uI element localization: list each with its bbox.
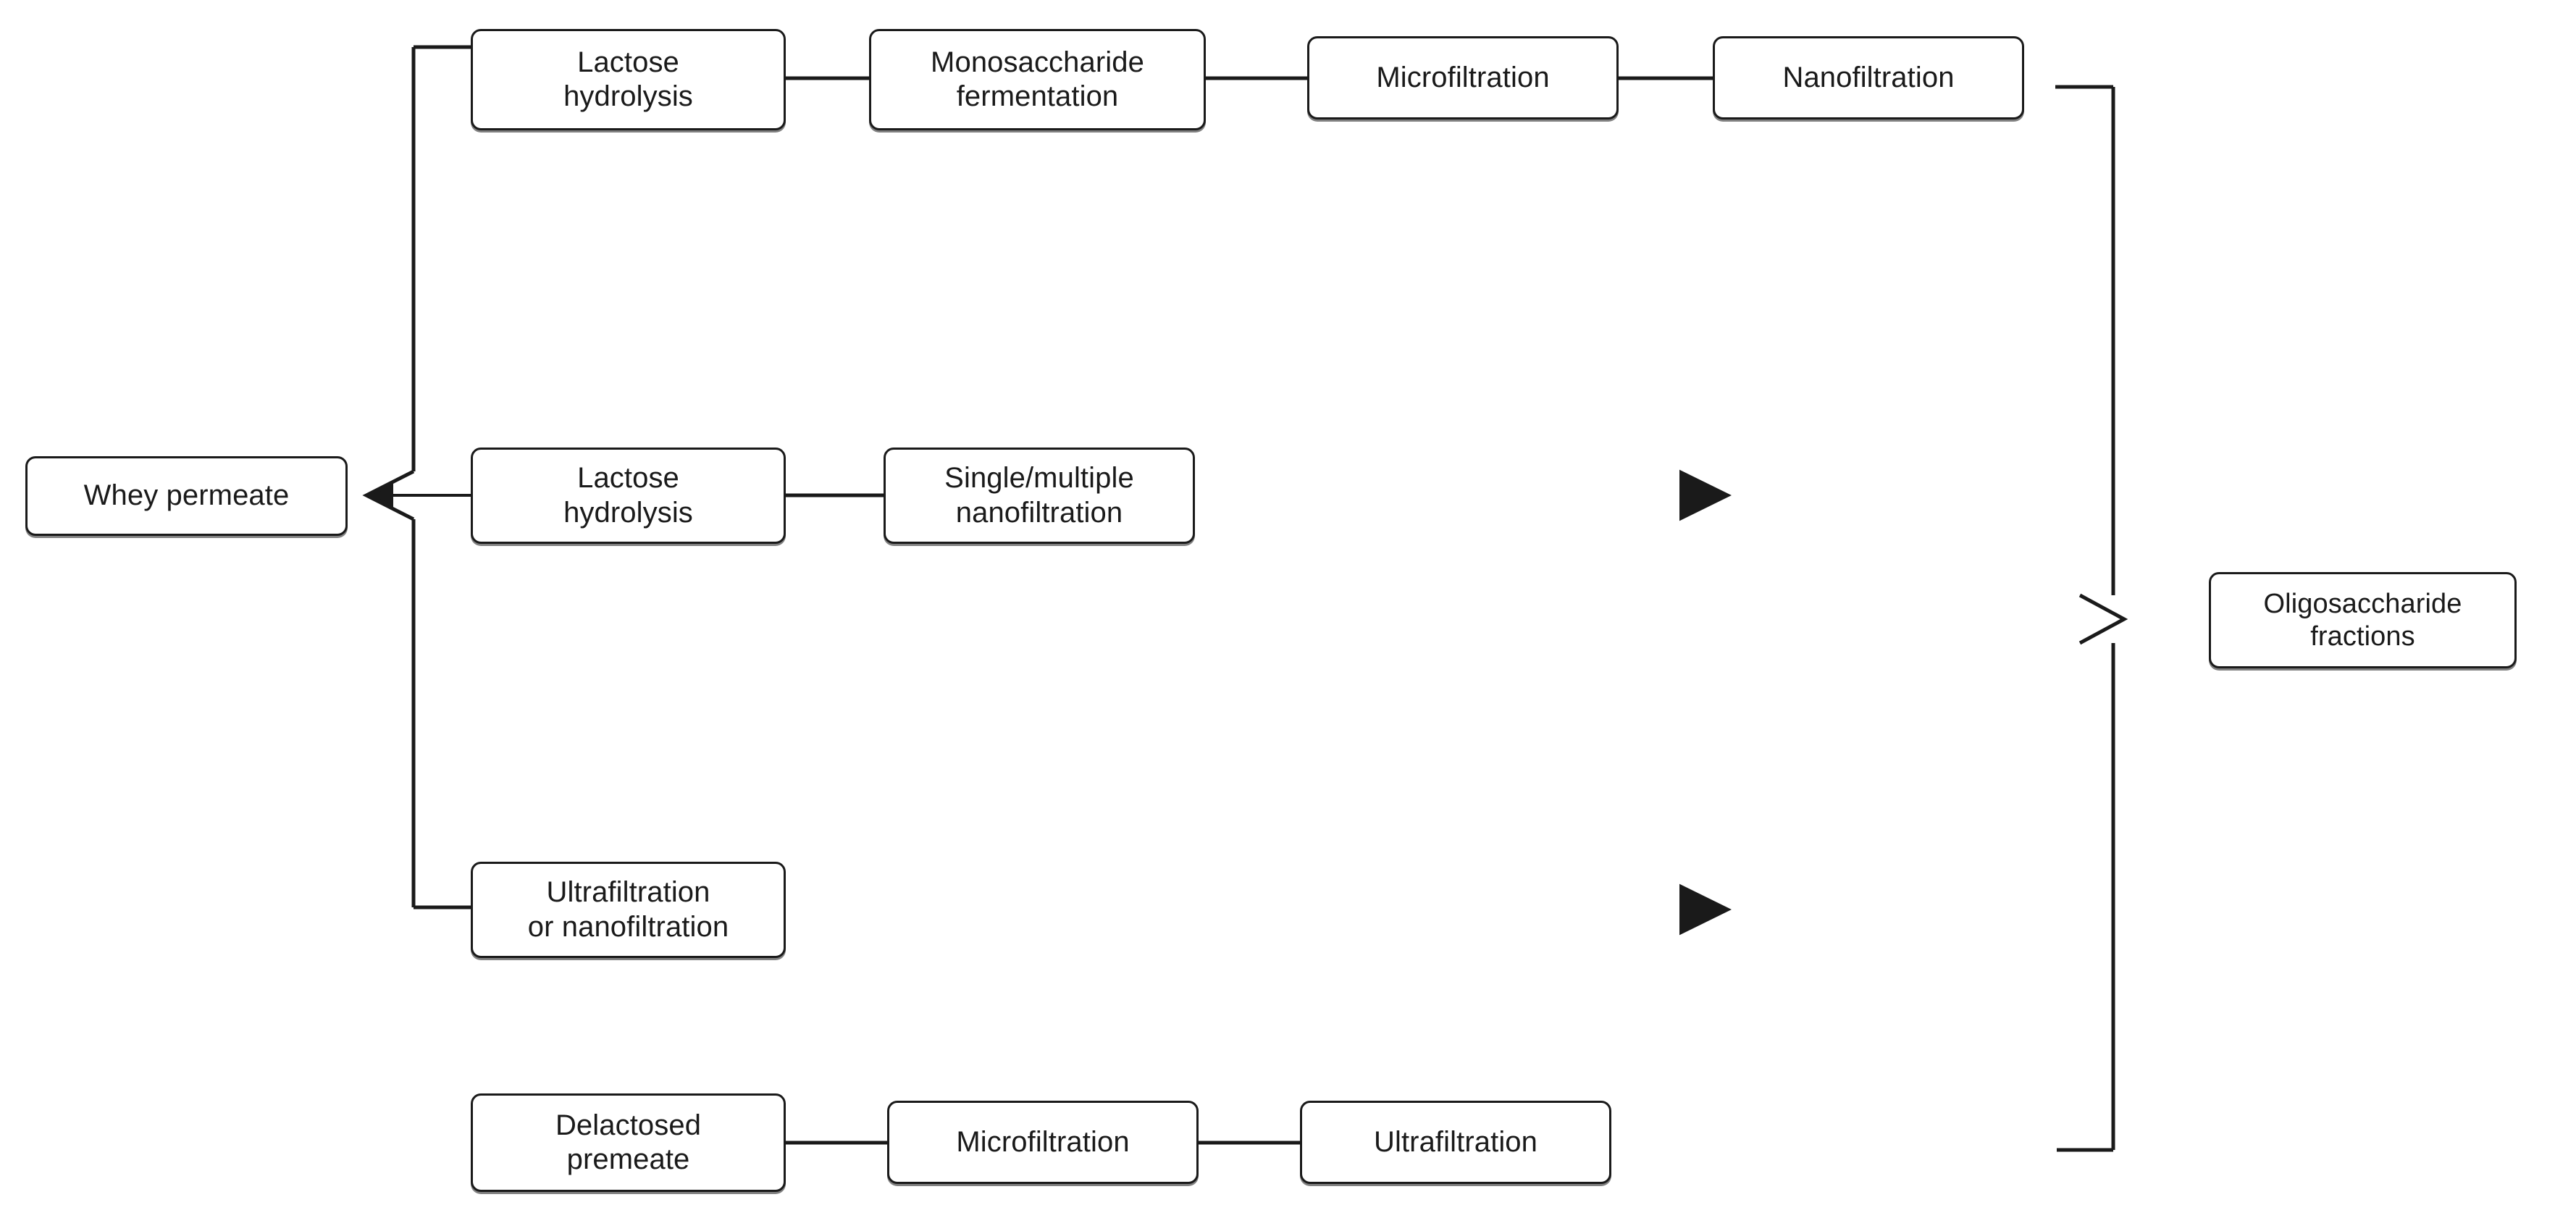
node-route-c-ultrafiltration-or-nanofiltration[interactable]: Ultrafiltration or nanofiltration [471, 862, 786, 958]
node-label: Lactose hydrolysis [563, 462, 693, 529]
node-label: Nanofiltration [1782, 61, 1955, 93]
node-whey-permeate[interactable]: Whey permeate [25, 456, 348, 536]
node-route-b-single-multiple-nanofiltration[interactable]: Single/multiple nanofiltration [884, 448, 1195, 544]
node-route-d-delactosed-premeate[interactable]: Delactosed premeate [471, 1093, 786, 1192]
right-merge-bus [2055, 85, 2128, 1152]
node-label: Monosaccharide fermentation [931, 46, 1144, 112]
node-route-b-lactose-hydrolysis[interactable]: Lactose hydrolysis [471, 448, 786, 544]
node-label: Lactose hydrolysis [563, 46, 693, 112]
node-route-a-microfiltration[interactable]: Microfiltration [1307, 36, 1619, 119]
node-label: Ultrafiltration [1373, 1125, 1537, 1158]
node-route-a-nanofiltration[interactable]: Nanofiltration [1713, 36, 2024, 119]
node-label: Microfiltration [1376, 61, 1550, 93]
node-label: Oligosaccharide fractions [2263, 588, 2462, 652]
node-label: Ultrafiltration or nanofiltration [527, 876, 729, 943]
node-label: Single/multiple nanofiltration [944, 462, 1134, 529]
node-label: Whey permeate [83, 479, 290, 512]
node-route-a-monosaccharide-fermentation[interactable]: Monosaccharide fermentation [869, 29, 1206, 130]
node-route-d-ultrafiltration[interactable]: Ultrafiltration [1300, 1101, 1611, 1184]
node-label: Microfiltration [956, 1125, 1130, 1158]
node-oligosaccharide-fractions[interactable]: Oligosaccharide fractions [2209, 572, 2517, 668]
node-route-d-microfiltration[interactable]: Microfiltration [887, 1101, 1199, 1184]
node-label: Delactosed premeate [555, 1109, 702, 1175]
node-route-a-lactose-hydrolysis[interactable]: Lactose hydrolysis [471, 29, 786, 130]
left-split-bus [362, 45, 471, 910]
